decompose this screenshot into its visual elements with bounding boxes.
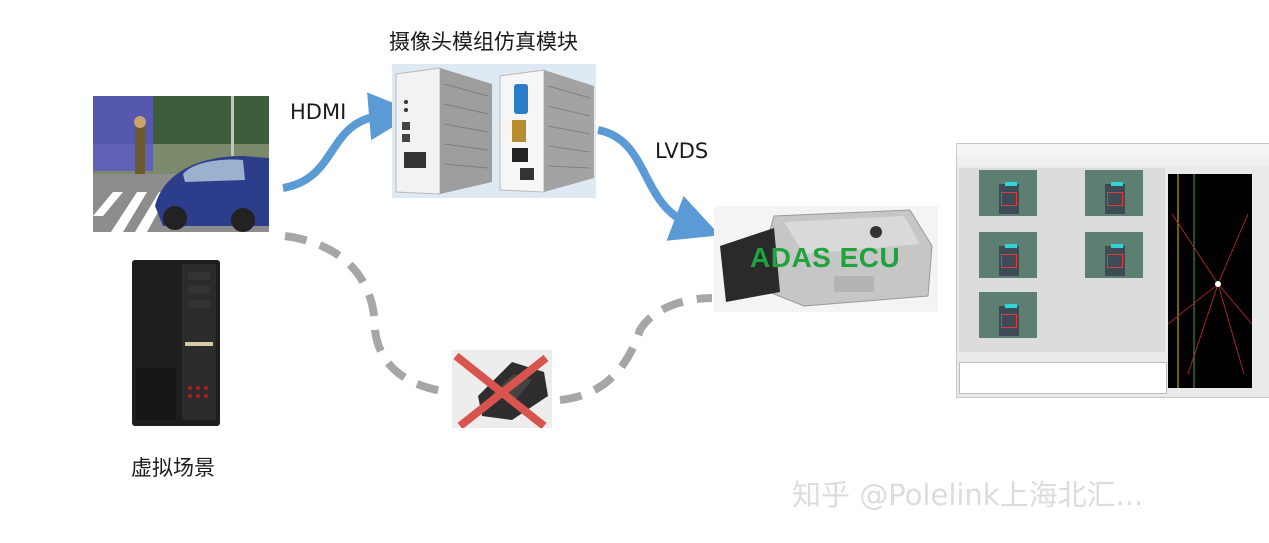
software-screenshot	[956, 143, 1269, 398]
lvds-label: LVDS	[655, 139, 709, 163]
virtual-scene-image	[93, 96, 269, 232]
bypass-dashed-path-right	[559, 294, 713, 404]
hdmi-label: HDMI	[290, 100, 347, 124]
camera-view-thumbnail	[979, 292, 1037, 338]
camera-view-thumbnail	[1085, 170, 1143, 216]
workstation-image	[128, 258, 224, 430]
crossed-out-device-image	[452, 350, 552, 428]
radar-view-panel	[1167, 174, 1253, 388]
watermark: 知乎 @Polelink上海北汇...	[792, 478, 1144, 512]
log-panel	[959, 362, 1167, 394]
hdmi-arrow	[282, 92, 417, 192]
camera-module-title: 摄像头模组仿真模块	[389, 30, 578, 54]
camera-view-thumbnail	[979, 232, 1037, 278]
camera-view-thumbnail	[979, 170, 1037, 216]
adas-ecu-image: ADAS ECU	[714, 206, 938, 312]
lvds-arrow	[597, 126, 720, 241]
ecu-label: ADAS ECU	[750, 242, 901, 273]
camera-view-thumbnail	[1085, 232, 1143, 278]
camera-module-image	[392, 64, 596, 198]
screenshot-toolbar	[957, 156, 1269, 166]
bypass-dashed-path-left	[284, 232, 451, 396]
virtual-scene-label: 虚拟场景	[131, 456, 215, 480]
